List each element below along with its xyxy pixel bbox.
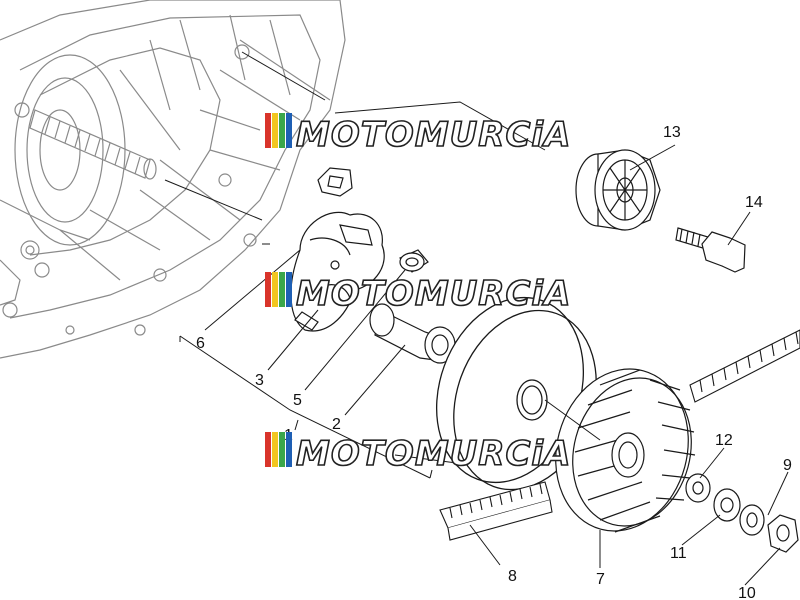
part-1-pulley-disc — [435, 296, 597, 491]
label-part-9: 9 — [783, 457, 792, 474]
label-part-3: 3 — [255, 372, 264, 389]
part-13-idler-roller — [575, 149, 661, 231]
label-part-8: 8 — [508, 568, 517, 585]
part-11-washer — [713, 488, 741, 522]
watermark-stripe-yellow — [272, 272, 278, 307]
watermark-stripe-yellow — [272, 432, 278, 467]
part-8-belt-segment — [439, 481, 553, 541]
part-7-fan-pulley — [555, 368, 696, 533]
part-14-bolt — [675, 227, 746, 273]
watermark-text: MOTOMURCiA — [296, 115, 571, 155]
watermark-stripe-blue — [286, 113, 292, 148]
label-part-11: 11 — [670, 545, 687, 562]
watermark-text: MOTOMURCiA — [296, 274, 571, 314]
callout-labels: 6 3 5 2 1 8 7 13 14 12 9 11 10 — [196, 124, 792, 600]
part-2-sleeve — [369, 303, 456, 364]
label-part-5: 5 — [293, 392, 302, 409]
watermark-stripe-red — [265, 113, 271, 148]
label-part-7: 7 — [596, 571, 605, 588]
engine-casing — [0, 0, 346, 359]
watermark-stripe-red — [265, 272, 271, 307]
watermark-stripe-green — [279, 272, 285, 307]
watermark-stripe-blue — [286, 272, 292, 307]
watermark-text: MOTOMURCiA — [296, 434, 571, 474]
label-part-12: 12 — [715, 432, 733, 449]
part-10-nut — [767, 514, 799, 553]
watermark-bottom: MOTOMURCiA — [265, 432, 571, 475]
watermark-middle: MOTOMURCiA — [265, 272, 571, 315]
part-5-bush — [399, 249, 429, 273]
watermark-stripe-yellow — [272, 113, 278, 148]
engine-leader-lines — [164, 51, 326, 245]
callout-leaders — [204, 144, 789, 586]
label-part-10: 10 — [738, 585, 756, 600]
watermark-stripe-red — [265, 432, 271, 467]
label-part-6: 6 — [196, 335, 205, 352]
label-part-13: 13 — [663, 124, 681, 141]
part-3-ramp-plate — [290, 211, 385, 332]
part-9-spring-washer — [739, 504, 765, 536]
part-6-clip — [317, 167, 353, 197]
part-12-washer — [685, 473, 711, 503]
watermark-stripe-blue — [286, 432, 292, 467]
watermark-top: MOTOMURCiA — [265, 113, 571, 156]
crankshaft-spline — [29, 109, 157, 180]
watermark-stripe-green — [279, 432, 285, 467]
label-part-2: 2 — [332, 416, 341, 433]
watermark-stripe-green — [279, 113, 285, 148]
label-part-14: 14 — [745, 194, 763, 211]
belt-segment-right — [689, 329, 800, 403]
